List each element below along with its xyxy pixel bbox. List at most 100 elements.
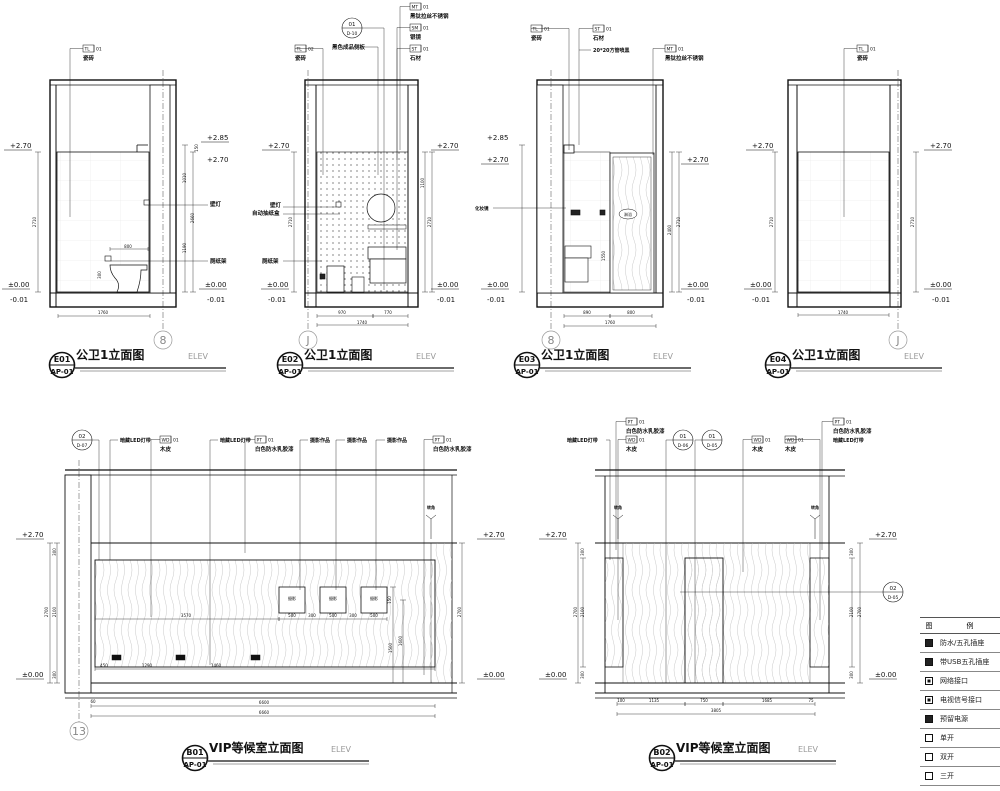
note-label: 暗藏LED灯带 bbox=[220, 437, 251, 444]
level-marker: +2.85 bbox=[207, 134, 228, 142]
shower-glass bbox=[612, 156, 652, 291]
vanity-cabinet bbox=[369, 258, 407, 284]
material-tag-label: 木皮 bbox=[625, 445, 638, 453]
material-tag-label: 木皮 bbox=[159, 445, 172, 453]
dimension-text: 2700 bbox=[44, 606, 49, 617]
level-marker: -0.01 bbox=[207, 296, 225, 304]
double-switch-icon bbox=[925, 753, 933, 761]
dimension-text: 150 bbox=[194, 144, 199, 152]
grid-label: 8 bbox=[548, 334, 555, 347]
dimension-text: 300 bbox=[849, 548, 854, 556]
level-marker: +2.70 bbox=[875, 531, 896, 539]
dimension-text: 1740 bbox=[357, 320, 368, 325]
level-marker: -0.01 bbox=[268, 296, 286, 304]
material-tag-label: 黑钛拉丝不锈钢 bbox=[665, 54, 704, 62]
dimension-text: 6600 bbox=[259, 700, 270, 705]
elevation-title: 公卫1立面图 bbox=[76, 347, 144, 362]
dimension-text: 500 bbox=[288, 613, 296, 618]
dimension-text: 2710 bbox=[910, 216, 915, 227]
level-marker: +2.70 bbox=[22, 531, 43, 539]
dimension-text: 2100 bbox=[580, 606, 585, 617]
legend-row: 网络接口 bbox=[920, 671, 1000, 691]
level-marker: -0.01 bbox=[10, 296, 28, 304]
socket-icon bbox=[319, 273, 326, 280]
toilet-icon bbox=[109, 264, 148, 293]
material-tag-code: WD bbox=[162, 438, 170, 444]
corner-marker-icon bbox=[425, 514, 437, 539]
dimension-text: 3570 bbox=[181, 613, 192, 618]
level-marker: -0.01 bbox=[437, 296, 455, 304]
note-label: 20*20方管喷黑 bbox=[593, 47, 630, 54]
dimension-text: 2710 bbox=[676, 216, 681, 227]
b01-wood-panel bbox=[94, 559, 436, 668]
legend-row: 电视信号接口 bbox=[920, 690, 1000, 710]
material-tag-number: 01 bbox=[765, 438, 771, 444]
dimension-text: 450 bbox=[100, 663, 108, 668]
material-tag-number: 02 bbox=[308, 47, 314, 53]
b02-side-panel-left bbox=[604, 557, 624, 668]
dimension-text: 500 bbox=[370, 613, 378, 618]
level-marker: ±0.00 bbox=[687, 281, 708, 289]
material-tag-code: MT bbox=[667, 47, 674, 53]
detail-reference-number: 02 bbox=[890, 586, 897, 592]
note-label: 暗藏LED灯带 bbox=[120, 437, 151, 444]
detail-reference-sheet: D-06 bbox=[678, 443, 689, 449]
legend-label: 电视信号接口 bbox=[938, 690, 1000, 710]
note-label: 壁灯 bbox=[270, 201, 282, 209]
elevation-sheet-number: AP-01 bbox=[766, 368, 789, 376]
reserved-power-icon bbox=[175, 654, 186, 661]
material-tag-label: 瓷砖 bbox=[295, 54, 307, 62]
dimension-text: 75 bbox=[808, 698, 814, 703]
grid-bubble bbox=[888, 330, 908, 350]
detail-reference-sheet: D-10 bbox=[347, 31, 358, 37]
note-label: 转角 bbox=[614, 504, 622, 510]
note-label: 壁灯 bbox=[210, 200, 222, 208]
photo-artwork-frame bbox=[319, 586, 347, 614]
material-tag-number: 01 bbox=[639, 420, 645, 426]
level-marker: +2.70 bbox=[207, 156, 228, 164]
dimension-text: 60 bbox=[90, 699, 96, 704]
dimension-text: 3805 bbox=[711, 708, 722, 713]
detail-reference-sheet: D-05 bbox=[707, 443, 718, 449]
legend-row: 预留电源 bbox=[920, 709, 1000, 729]
dimension-text: 2100 bbox=[52, 606, 57, 617]
dimension-text: 1135 bbox=[649, 698, 660, 703]
note-label: 暗藏LED灯带 bbox=[567, 437, 598, 444]
level-marker: +2.70 bbox=[545, 531, 566, 539]
level-marker: +2.70 bbox=[930, 142, 951, 150]
dimension-text: 800 bbox=[124, 244, 132, 249]
legend-row: 带USB五孔插座 bbox=[920, 652, 1000, 672]
legend-header-description: 例 bbox=[938, 617, 1000, 634]
material-tag-code: WD bbox=[754, 438, 762, 444]
elevation-sheet-number: AP-01 bbox=[183, 761, 206, 769]
note-label: 转角 bbox=[811, 504, 819, 510]
material-tag-code: PT bbox=[835, 420, 841, 426]
dimension-text: 1740 bbox=[838, 310, 849, 315]
dimension-text: 2700 bbox=[857, 606, 862, 617]
level-marker: +2.70 bbox=[10, 142, 31, 150]
level-marker: +2.70 bbox=[752, 142, 773, 150]
elevation-title: 公卫1立面图 bbox=[792, 347, 860, 362]
material-tag-number: 01 bbox=[446, 438, 452, 444]
vanity-basin bbox=[367, 246, 407, 260]
dimension-text: 100 bbox=[617, 698, 625, 703]
material-tag-number: 01 bbox=[870, 47, 876, 53]
note-label: 摄影作品 bbox=[347, 437, 367, 444]
level-marker: +2.70 bbox=[487, 156, 508, 164]
dimension-text: 1500 bbox=[388, 642, 393, 653]
elevation-elev-label: ELEV bbox=[653, 352, 674, 361]
level-marker: ±0.00 bbox=[267, 281, 288, 289]
note-label: 化妆镜 bbox=[475, 205, 489, 212]
material-tag-label: 瓷砖 bbox=[857, 54, 869, 62]
material-tag-label: 瓷砖 bbox=[531, 34, 543, 42]
material-tag-label: 石材 bbox=[592, 34, 605, 42]
material-tag-label: 白色防水乳胶漆 bbox=[833, 427, 872, 435]
material-tag-number: 01 bbox=[423, 26, 429, 32]
material-tag-label: 银镜 bbox=[410, 33, 422, 41]
elevation-title: VIP等候室立面图 bbox=[676, 740, 771, 755]
elevation-elev-label: ELEV bbox=[904, 352, 925, 361]
material-tag-number: 01 bbox=[96, 47, 102, 53]
waste-bin-icon bbox=[351, 276, 365, 293]
material-tag-label: 白色防水乳胶漆 bbox=[255, 445, 294, 453]
material-tag-label: 白色防水乳胶漆 bbox=[433, 445, 472, 453]
